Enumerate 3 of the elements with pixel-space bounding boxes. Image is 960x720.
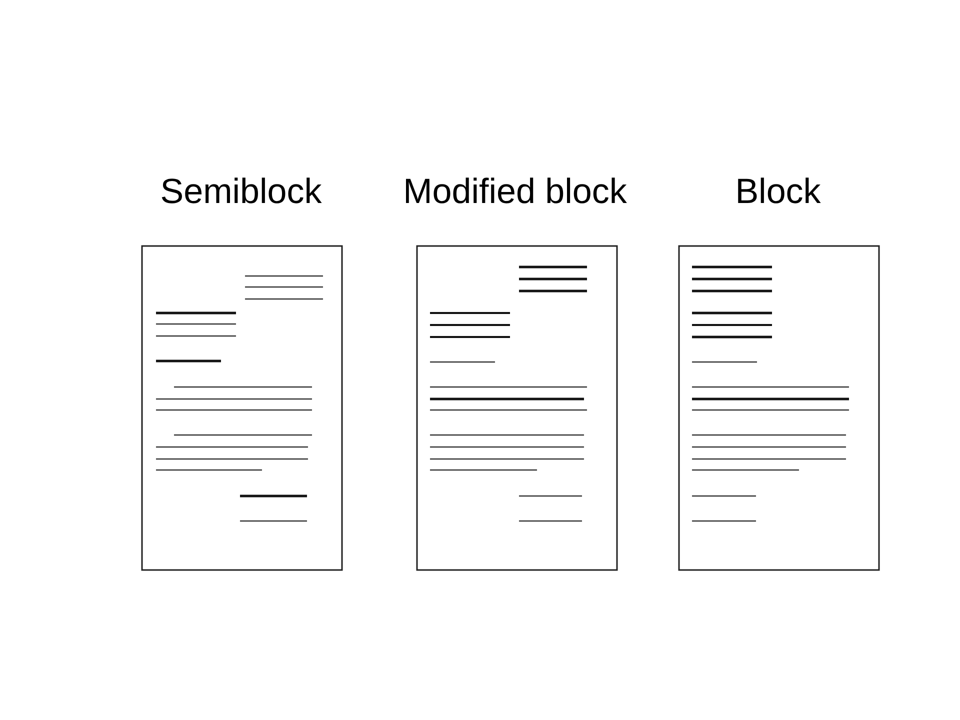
heading: Semiblock: [160, 171, 322, 213]
heading: Modified block: [403, 171, 627, 213]
heading: Block: [735, 171, 821, 213]
